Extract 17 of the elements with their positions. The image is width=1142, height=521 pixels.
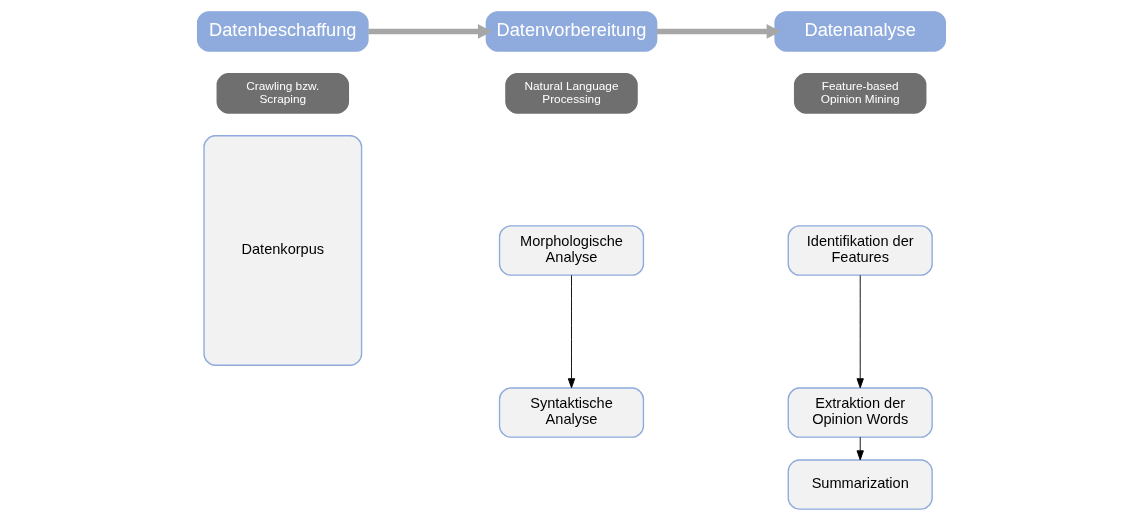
- node-box: Datenvorbereitung: [485, 11, 657, 52]
- node-box: Extraktion der Opinion Words: [787, 387, 933, 438]
- node-box: Morphologische Analyse: [498, 225, 644, 276]
- node-box: Summarization: [787, 459, 933, 510]
- node-box: Feature-based Opinion Mining: [793, 73, 926, 114]
- arrow: [656, 24, 781, 39]
- node-box: Datenkorpus: [202, 135, 362, 366]
- node-box: Crawling bzw. Scraping: [216, 73, 349, 114]
- arrow: [367, 24, 492, 39]
- node-box: Syntaktische Analyse: [498, 387, 644, 438]
- node-box: Datenbeschaffung: [196, 11, 369, 52]
- arrow: [856, 436, 864, 461]
- node-box: Identifikation der Features: [787, 225, 933, 276]
- node-box: Datenanalyse: [773, 11, 946, 52]
- arrow: [567, 274, 575, 389]
- node-box: Natural Language Processing: [504, 73, 638, 114]
- arrow: [856, 274, 864, 389]
